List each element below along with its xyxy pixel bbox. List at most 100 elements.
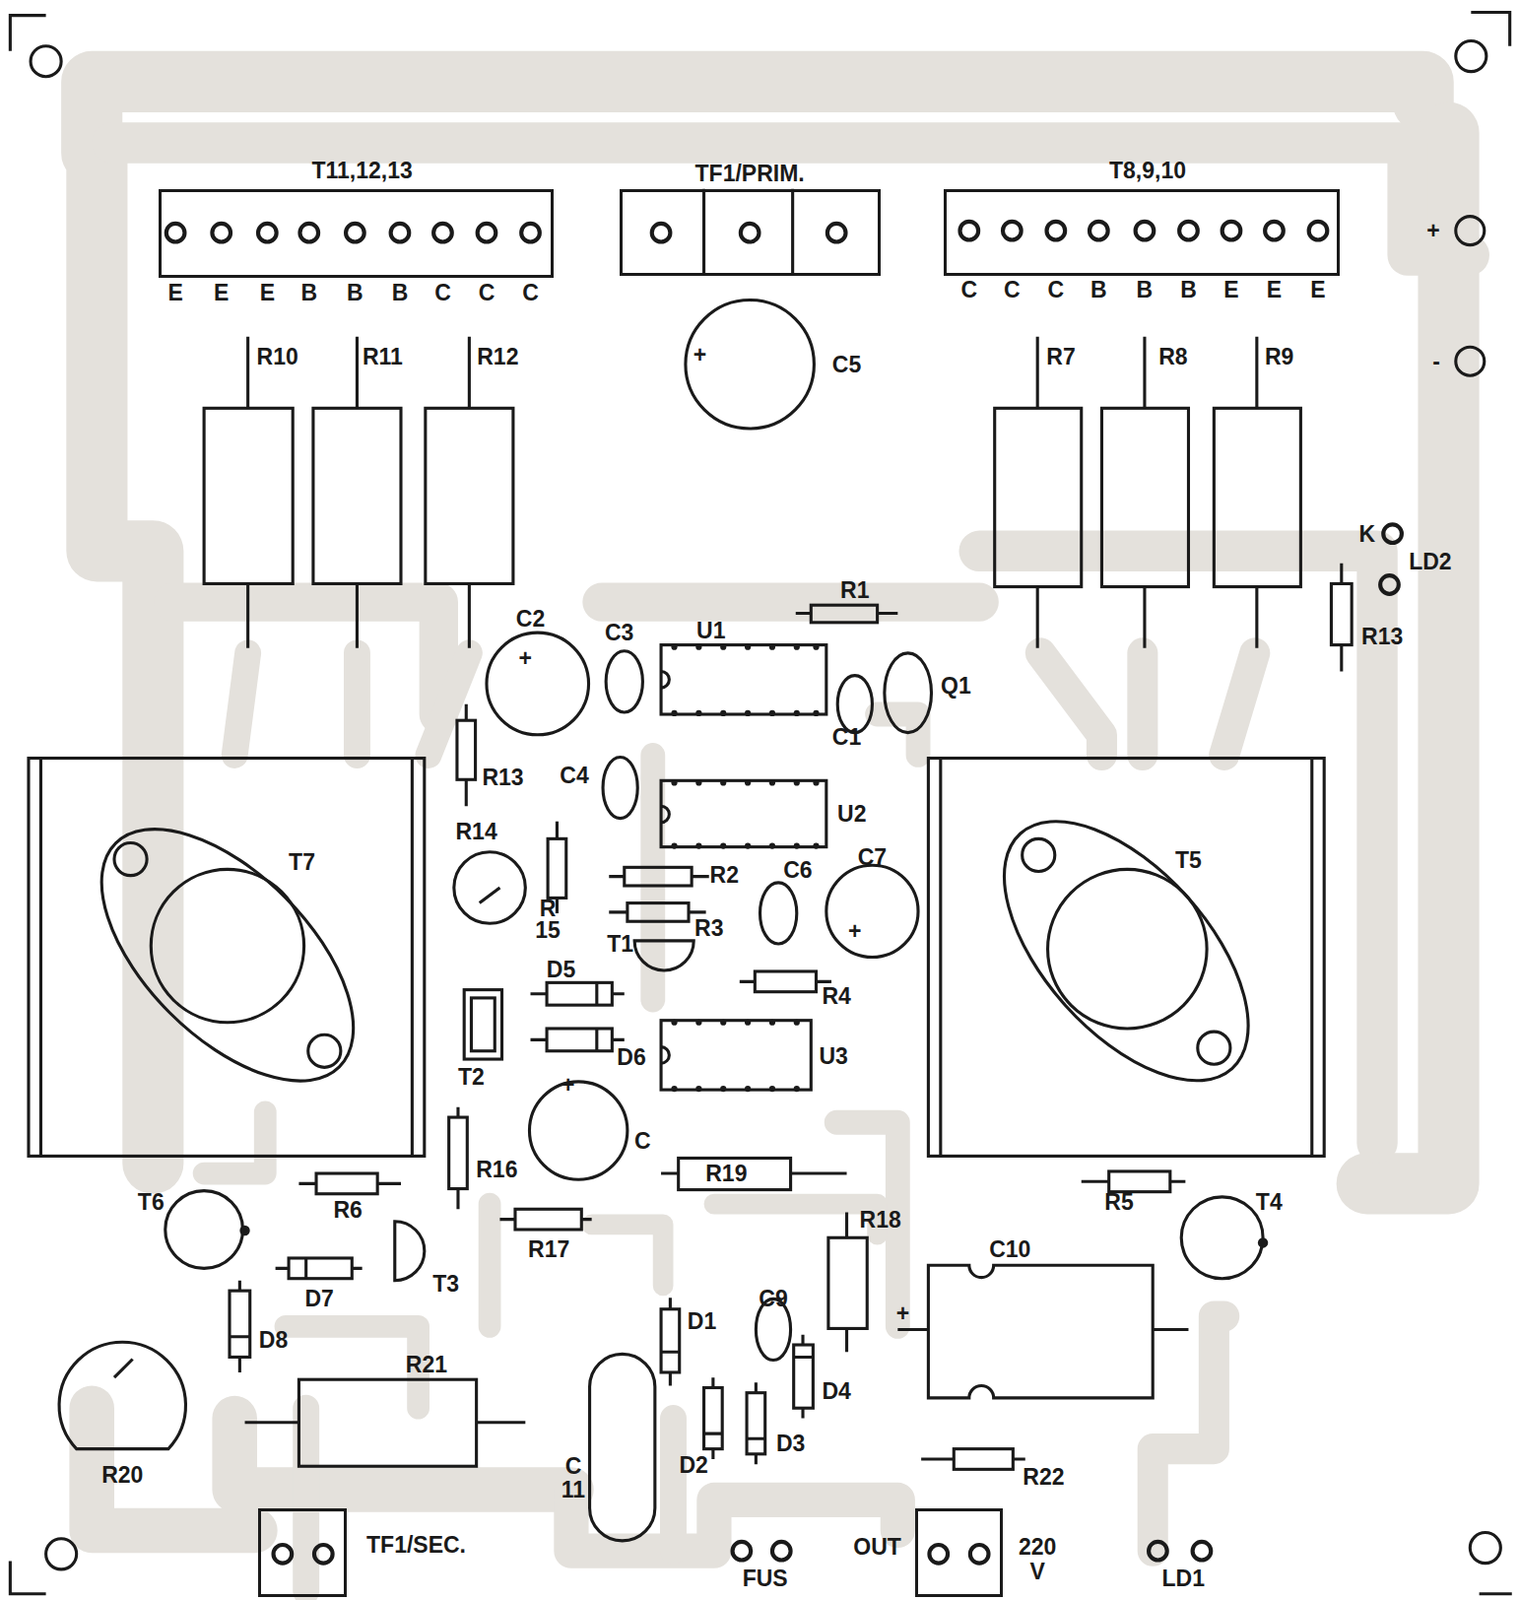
- pcb-circle: [1047, 221, 1066, 241]
- connector-label: TF1/PRIM.: [695, 161, 805, 186]
- part-label: C5: [832, 352, 861, 376]
- pcb-rect: [828, 1237, 867, 1328]
- pcb-rect: [288, 1257, 352, 1279]
- pin-name: C: [961, 278, 979, 302]
- pcb-circle: [744, 710, 751, 717]
- pcb-circle: [652, 223, 671, 243]
- part-label: D2: [679, 1453, 709, 1477]
- pcb-circle: [812, 842, 819, 849]
- pcb-circle: [528, 1081, 627, 1180]
- pcb-path: [114, 1359, 133, 1379]
- pcb-rect: [1330, 583, 1352, 645]
- pcb-path: [9, 12, 1512, 1594]
- part-label: T1: [606, 931, 634, 955]
- pcb-rect: [470, 997, 495, 1052]
- pcb-circle: [114, 842, 147, 875]
- pcb-circle: [744, 842, 751, 849]
- pcb-circle: [720, 1019, 727, 1026]
- pcb-circle: [826, 864, 919, 957]
- pcb-circle: [433, 223, 453, 243]
- pcb-path: [464, 704, 468, 807]
- pcb-rect: [660, 1020, 811, 1090]
- part-label: C1: [832, 725, 861, 748]
- part-label: U3: [818, 1044, 848, 1067]
- pcb-circle: [793, 710, 800, 717]
- pcb-circle: [720, 842, 727, 849]
- pcb-rect: [1109, 1171, 1171, 1192]
- pcb-circle: [345, 223, 365, 243]
- part-label: D4: [821, 1379, 851, 1402]
- pcb-rect: [28, 758, 425, 1157]
- pcb-path: [112, 142, 1469, 256]
- part-label: U1: [696, 618, 726, 642]
- pcb-circle: [769, 710, 776, 717]
- pcb-rect: [927, 758, 1324, 1157]
- pcb-path: [921, 1456, 1026, 1460]
- pcb-circle: [744, 1085, 751, 1092]
- pin-name: E: [1310, 278, 1325, 302]
- pcb-circle: [720, 644, 727, 651]
- pcb-path: [608, 910, 706, 914]
- part-label: T2: [458, 1064, 485, 1088]
- pcb-circle: [46, 1538, 77, 1570]
- pcb-path: [530, 982, 625, 1005]
- pcb-rect: [660, 780, 827, 847]
- pcb-circle: [521, 223, 540, 243]
- pcb-path: [739, 980, 832, 984]
- pcb-circle: [959, 221, 979, 241]
- polarity-mark: +: [848, 920, 861, 943]
- pcb-circle: [695, 1085, 702, 1092]
- pcb-circle: [769, 644, 776, 651]
- connector-label: T11,12,13: [311, 158, 412, 183]
- pcb-rect: [515, 1208, 582, 1230]
- connector-label: 220 V: [1012, 1534, 1063, 1583]
- part-label: K: [1358, 522, 1376, 545]
- pcb-circle: [670, 644, 677, 651]
- pcb-circle: [670, 1019, 677, 1026]
- part-label: R18: [859, 1207, 902, 1231]
- part-label: T3: [432, 1271, 460, 1295]
- part-label: R21: [405, 1352, 448, 1376]
- part-label: R19: [705, 1161, 747, 1185]
- part-label: T6: [137, 1189, 165, 1213]
- pcb-circle: [769, 779, 776, 786]
- pcb-path: [234, 653, 469, 756]
- polarity-mark: +: [896, 1301, 910, 1324]
- pcb-circle: [1455, 216, 1485, 246]
- part-label: FUS: [742, 1567, 789, 1590]
- pcb-circle: [1181, 1196, 1263, 1279]
- pcb-circle: [454, 852, 526, 924]
- pcb-path: [1254, 336, 1258, 649]
- pcb-path: [229, 1280, 251, 1373]
- pcb-circle: [827, 223, 847, 243]
- pcb-ellipse: [602, 757, 638, 819]
- pcb-rect: [203, 407, 293, 584]
- pcb-path: [660, 805, 669, 823]
- pcb-path: [246, 336, 250, 649]
- pcb-path: [395, 1221, 425, 1281]
- pcb-path: [91, 1407, 572, 1530]
- part-label: R6: [332, 1198, 362, 1222]
- pcb-g: [9, 12, 1512, 1594]
- pcb-rect: [316, 1173, 378, 1194]
- pcb-rect: [1101, 407, 1189, 587]
- part-label: R17: [528, 1237, 570, 1260]
- pcb-circle: [1257, 1237, 1268, 1248]
- polarity-mark: +: [693, 343, 707, 367]
- pcb-circle: [970, 1544, 990, 1564]
- pin-name: C: [1048, 278, 1065, 302]
- part-label: D1: [687, 1310, 717, 1333]
- part-label: R1: [840, 578, 869, 601]
- connector-label: T8,9,10: [1109, 158, 1187, 183]
- pcb-rect: [449, 1117, 468, 1189]
- pcb-circle: [670, 779, 677, 786]
- part-label: R9: [1264, 345, 1294, 369]
- pcb-rect: [953, 1449, 1013, 1470]
- pin-name: E: [167, 281, 183, 305]
- pcb-rect: [678, 1157, 792, 1189]
- part-label: T7: [288, 851, 316, 874]
- part-label: R8: [1158, 345, 1188, 369]
- pcb-circle: [769, 1019, 776, 1026]
- pcb-rect: [463, 990, 502, 1059]
- part-label: 11: [561, 1477, 586, 1501]
